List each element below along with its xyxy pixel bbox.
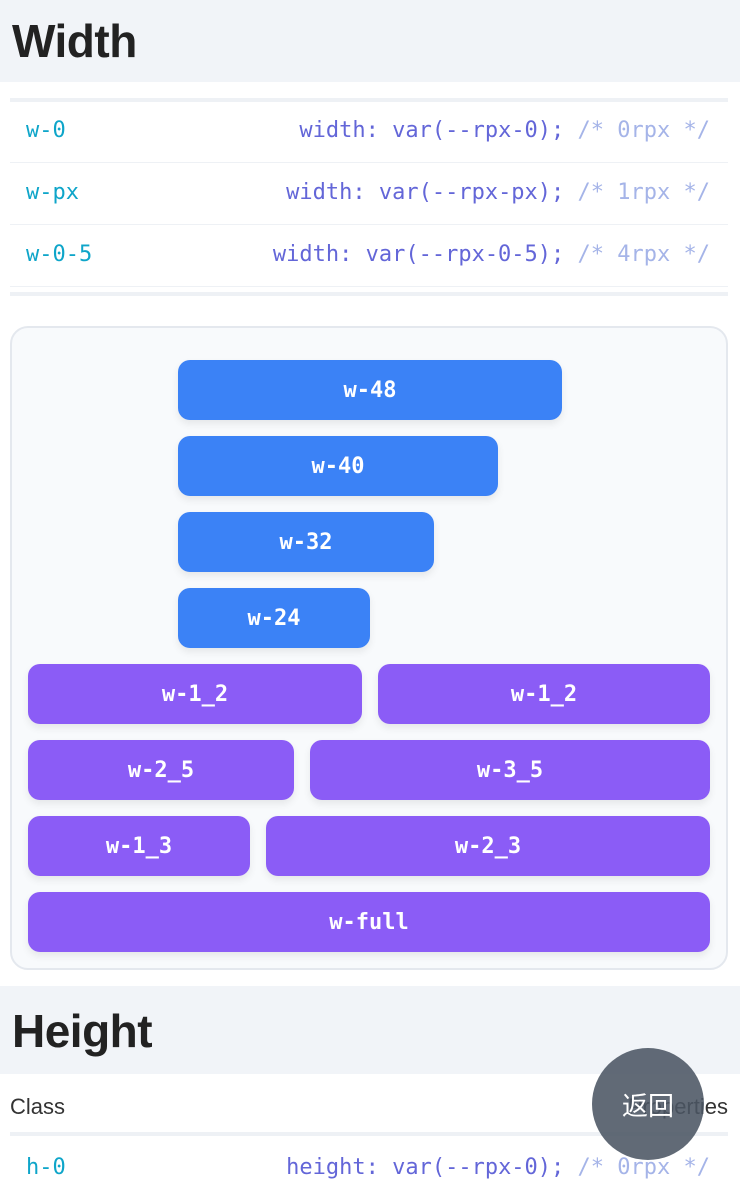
width-demo-panel: w-48 w-40 w-32 w-24 w-1_2 w-1_2 w-2_5 w-… — [10, 326, 728, 970]
table-row: w-0-5 width: var(--rpx-0-5); /* 4rpx */ — [10, 225, 728, 287]
width-title: Width — [12, 15, 137, 67]
back-button[interactable]: 返回 — [592, 1048, 704, 1160]
table-row: h-0 height: var(--rpx-0); /* 0rpx */ — [10, 1138, 728, 1196]
table-row: w-0 width: var(--rpx-0); /* 0rpx */ — [10, 101, 728, 163]
property-value: height: var(--rpx-0); /* 0rpx */ — [286, 1155, 710, 1180]
column-header-class: Class — [10, 1094, 66, 1119]
table-divider — [10, 292, 728, 296]
demo-bar-w-3-5: w-3_5 — [310, 740, 710, 800]
demo-bar-w-48: w-48 — [178, 360, 562, 420]
class-name: w-px — [26, 180, 79, 205]
property-value: width: var(--rpx-0); /* 0rpx */ — [299, 118, 710, 143]
property-value: width: var(--rpx-px); /* 1rpx */ — [286, 180, 710, 205]
property-value: width: var(--rpx-0-5); /* 4rpx */ — [272, 242, 710, 267]
demo-bar-w-1-2: w-1_2 — [378, 664, 710, 724]
demo-bar-w-2-5: w-2_5 — [28, 740, 294, 800]
demo-bar-w-1-2: w-1_2 — [28, 664, 362, 724]
demo-bar-w-24: w-24 — [178, 588, 370, 648]
class-name: w-0 — [26, 118, 66, 143]
width-section-header: Width — [0, 0, 740, 82]
table-row: w-px width: var(--rpx-px); /* 1rpx */ — [10, 163, 728, 225]
demo-bar-w-40: w-40 — [178, 436, 498, 496]
table-divider — [10, 98, 728, 102]
demo-bar-w-32: w-32 — [178, 512, 434, 572]
class-name: w-0-5 — [26, 242, 93, 267]
height-title: Height — [12, 1005, 153, 1057]
class-name: h-0 — [26, 1155, 66, 1180]
demo-bar-w-2-3: w-2_3 — [266, 816, 710, 876]
demo-bar-w-1-3: w-1_3 — [28, 816, 250, 876]
demo-bar-w-full: w-full — [28, 892, 710, 952]
